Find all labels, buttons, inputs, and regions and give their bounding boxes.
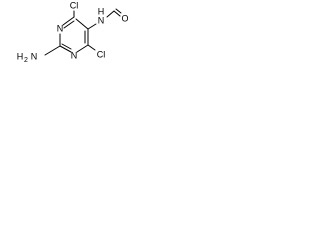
bond-c5-nh bbox=[87, 23, 97, 30]
oxygen-label: O bbox=[121, 13, 128, 23]
bond-c6-cl bbox=[87, 44, 96, 51]
amide-h-label: H bbox=[98, 6, 105, 16]
chlorine-bottom-label: Cl bbox=[97, 49, 106, 59]
amide-n-label: N bbox=[98, 15, 105, 25]
nitrogen-ring-top-label: N bbox=[57, 23, 64, 33]
amino-n-label: N bbox=[31, 51, 38, 61]
nitrogen-ring-bottom-label: N bbox=[71, 50, 78, 60]
bond-c2-nh2 bbox=[44, 45, 61, 56]
bond-c4-c5 bbox=[75, 18, 89, 30]
bond-c-o-double bbox=[115, 8, 122, 14]
chemical-structure-diagram: Cl N N H O N H 2 N Cl bbox=[17, 0, 129, 63]
bond-n3-c4 bbox=[62, 16, 75, 26]
chlorine-top-label: Cl bbox=[70, 0, 79, 10]
bond-n1-c2-double bbox=[61, 43, 72, 50]
bond-nh-cho bbox=[106, 10, 115, 18]
bond-n1-c2 bbox=[59, 45, 72, 53]
bond-c-o bbox=[113, 10, 121, 17]
amino-subscript-label: 2 bbox=[24, 57, 28, 64]
bond-c6-n1 bbox=[76, 44, 89, 53]
amino-h-label: H bbox=[17, 51, 24, 61]
atom-labels: Cl N N H O N H 2 N Cl bbox=[17, 0, 129, 63]
bond-n3-c4-double bbox=[63, 20, 75, 29]
bonds bbox=[44, 8, 122, 56]
